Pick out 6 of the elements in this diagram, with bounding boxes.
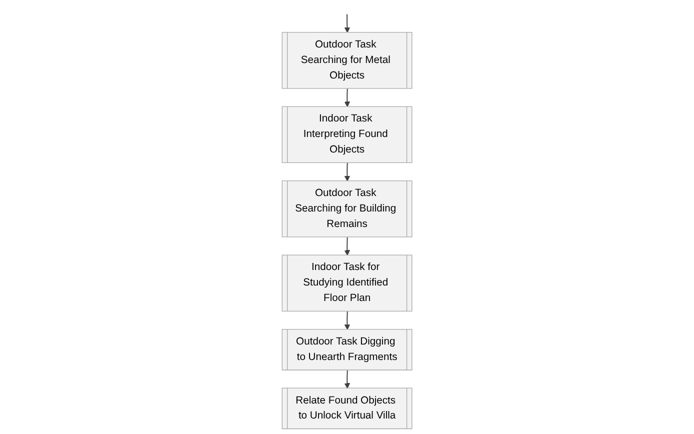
arrow [344, 370, 350, 389]
arrow [344, 311, 350, 330]
arrow [344, 236, 350, 256]
arrow [344, 14, 350, 33]
arrow [344, 162, 350, 182]
arrow [344, 88, 350, 108]
